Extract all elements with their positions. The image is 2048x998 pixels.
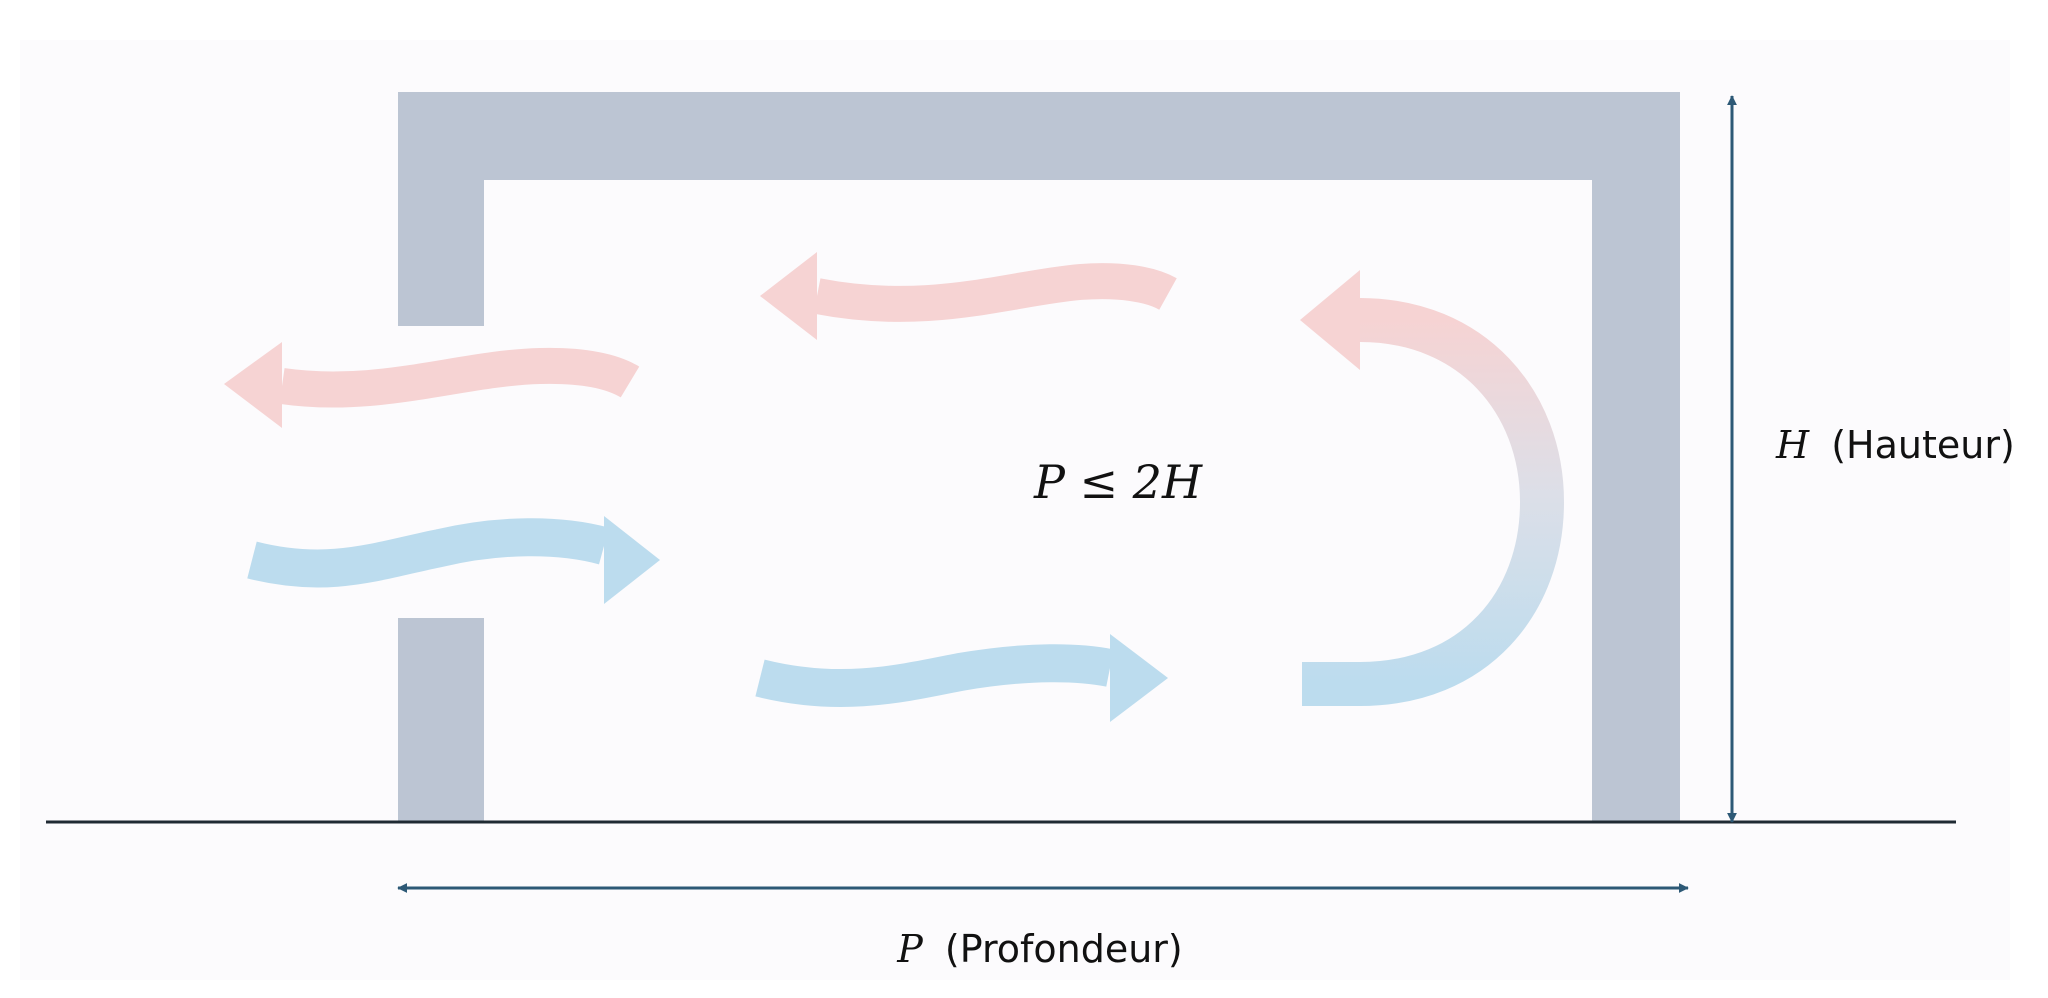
recirculation-arrowhead — [1300, 270, 1360, 370]
background-panel — [20, 40, 2010, 980]
formula-label: P ≤ 2H — [1033, 455, 1203, 509]
warm-air-arrow-inside — [760, 252, 1177, 340]
warm-air-arrow-outside — [224, 342, 640, 428]
front-wall-lower — [398, 618, 484, 822]
warm-air-arrowhead — [224, 342, 282, 428]
recirculation-arrow — [1300, 270, 1565, 706]
cool-air-arrowhead — [604, 516, 660, 604]
warm-air-wave — [813, 263, 1177, 322]
depth-label: P (Profondeur) — [896, 927, 1183, 971]
room-walls — [398, 92, 1680, 822]
height-text: (Hauteur) — [1831, 423, 2015, 467]
height-label: H (Hauteur) — [1775, 423, 2015, 467]
depth-text: (Profondeur) — [945, 927, 1183, 971]
warm-air-wave — [279, 347, 640, 408]
warm-air-arrowhead — [760, 252, 817, 340]
cool-air-wave — [755, 644, 1114, 707]
depth-symbol: P — [896, 927, 924, 971]
recirculation-loop — [1302, 298, 1565, 706]
front-wall-upper — [398, 92, 484, 326]
cool-air-arrowhead — [1110, 634, 1168, 722]
cool-air-arrow-outside — [247, 516, 660, 604]
height-symbol: H — [1775, 423, 1810, 467]
cool-air-arrow-inside — [755, 634, 1168, 722]
ceiling-wall — [398, 92, 1680, 180]
back-wall — [1592, 92, 1680, 822]
cool-air-wave — [247, 518, 609, 588]
